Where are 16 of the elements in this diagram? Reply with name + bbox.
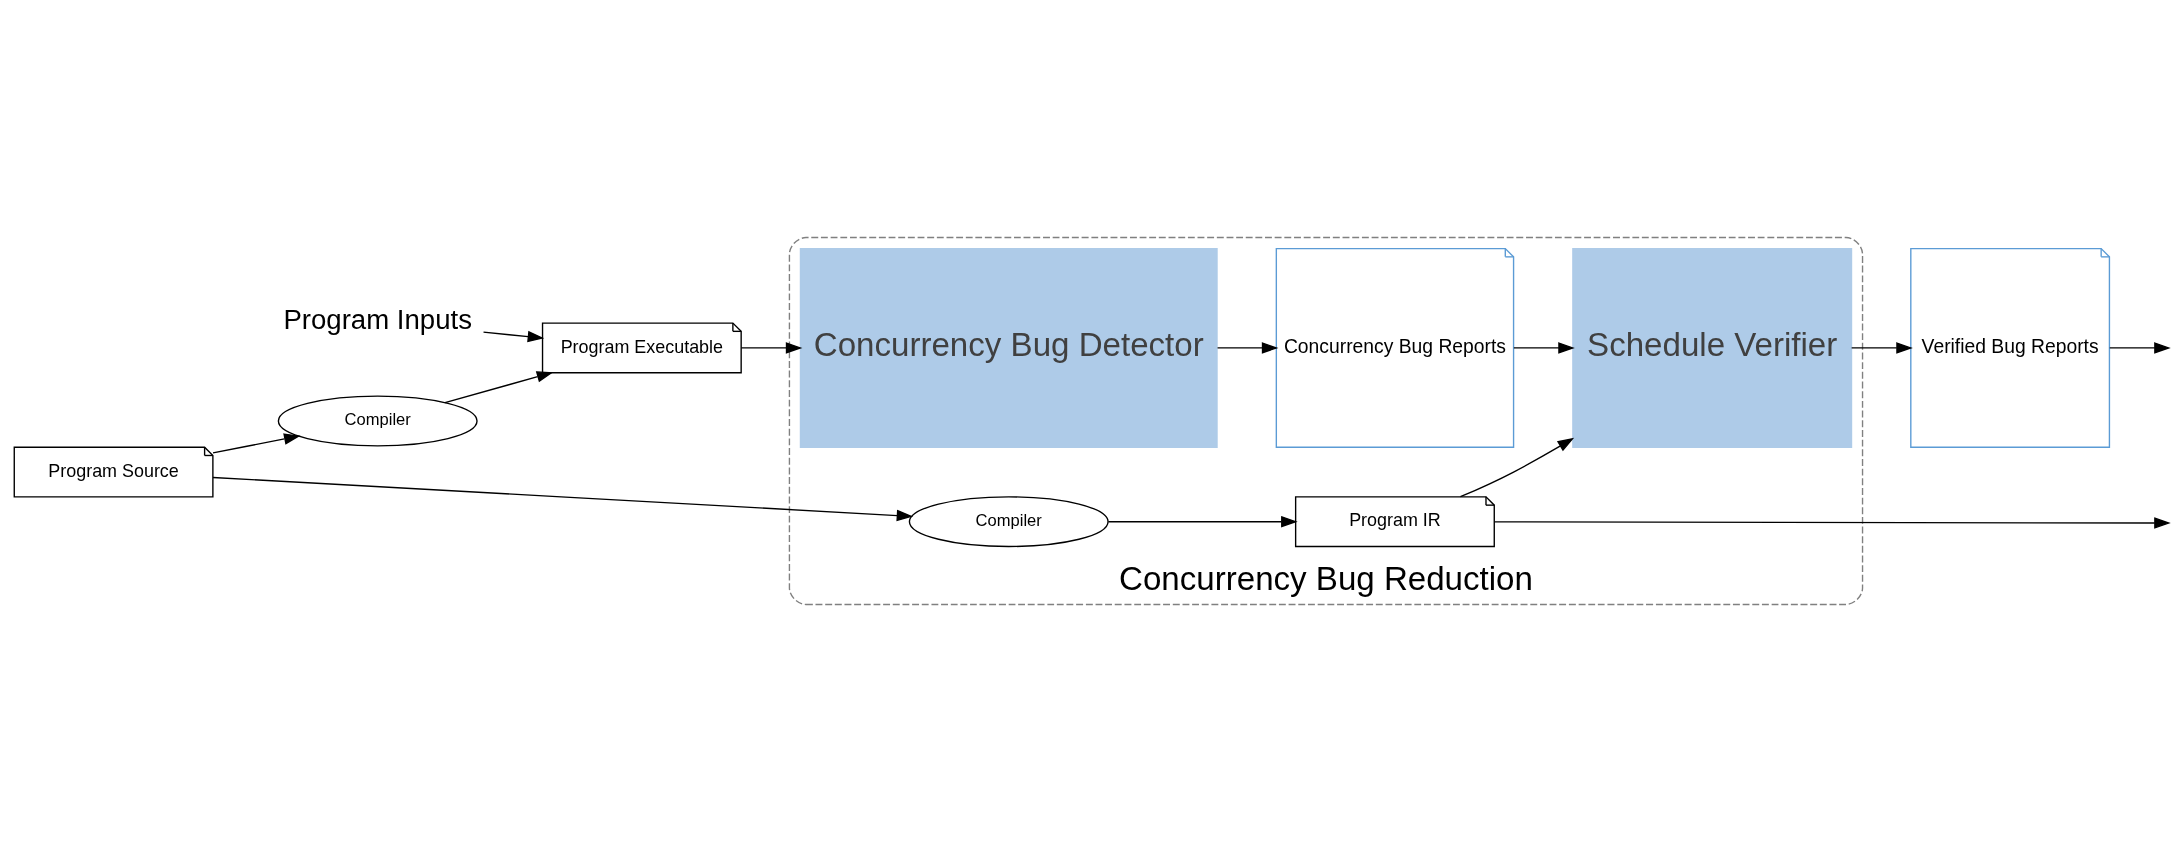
node-text: Program Inputs bbox=[283, 303, 472, 335]
arrow bbox=[212, 476, 914, 522]
node-box: Schedule Verifier bbox=[1572, 247, 1853, 448]
arrow bbox=[1459, 437, 1575, 498]
arrow bbox=[1850, 342, 1913, 354]
arrow bbox=[1107, 515, 1298, 528]
arrow bbox=[740, 342, 803, 354]
arrow bbox=[1493, 517, 2171, 529]
node-box: Concurrency Bug Detector bbox=[799, 247, 1218, 448]
arrow bbox=[2109, 342, 2171, 354]
arrow bbox=[212, 433, 301, 454]
arrow bbox=[482, 330, 545, 343]
arrow bbox=[1216, 342, 1279, 354]
arrow bbox=[1513, 342, 1575, 354]
node-ellipse: Compiler bbox=[908, 496, 1109, 548]
arrow bbox=[444, 371, 554, 404]
